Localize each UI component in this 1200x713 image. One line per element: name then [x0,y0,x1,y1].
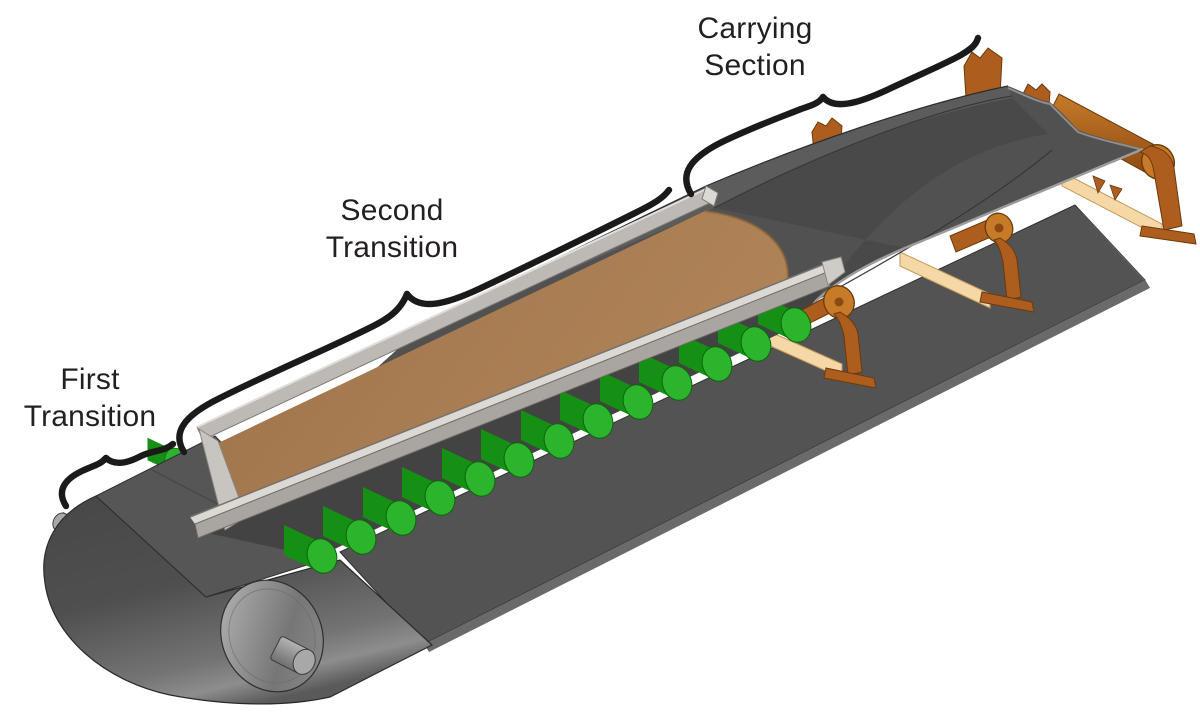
label-first-transition: First Transition [0,361,180,435]
idler-foot-a [823,367,877,389]
annotation-braces [58,34,982,510]
idler-base-channels [765,171,1163,379]
plate-right-edge [1075,205,1150,288]
label-line: Carrying [697,12,813,45]
plate-near-edge [424,280,1150,652]
skirt-near-rail-top [190,265,827,524]
idler-stand-b [949,212,1035,313]
label-carrying-section: Carrying Section [650,10,860,84]
idler-foot-c [1139,225,1197,245]
idler-base-b [899,251,991,309]
belt-near-fold-line [819,149,1053,299]
skirt-near-rail-endcap [821,256,846,286]
belt-far-fold-line [713,95,1013,209]
idler-foot-b [979,291,1035,313]
label-second-transition: Second Transition [287,192,497,266]
skirt-near-rail-face [194,271,831,539]
skirt-far-rail-endcap [701,185,719,207]
label-line: Transition [325,231,459,264]
material-bed [214,211,788,522]
roller-mount-fins [1092,175,1123,201]
label-line: Section [704,49,806,82]
label-line: Transition [23,400,157,433]
return-belt-plate [339,204,1150,652]
idler-stand-c [1138,145,1197,245]
brace-first-transition [58,440,177,510]
belt-edge-strip [195,282,828,557]
tail-pulley-shaft [270,636,316,675]
brace-carrying-section [683,34,982,198]
material-nose-edge [704,209,790,292]
label-line: Second [340,194,444,227]
belt-far-silhouette [429,85,1009,321]
label-line: First [60,363,120,396]
skirt-far-rail-highlight [196,188,707,428]
brace-second-transition [176,186,673,456]
skirt-board [189,185,846,539]
belt-end-edge [1007,87,1144,151]
belt-center-panel [716,98,1048,300]
skirt-near-rail-lip [189,264,823,518]
